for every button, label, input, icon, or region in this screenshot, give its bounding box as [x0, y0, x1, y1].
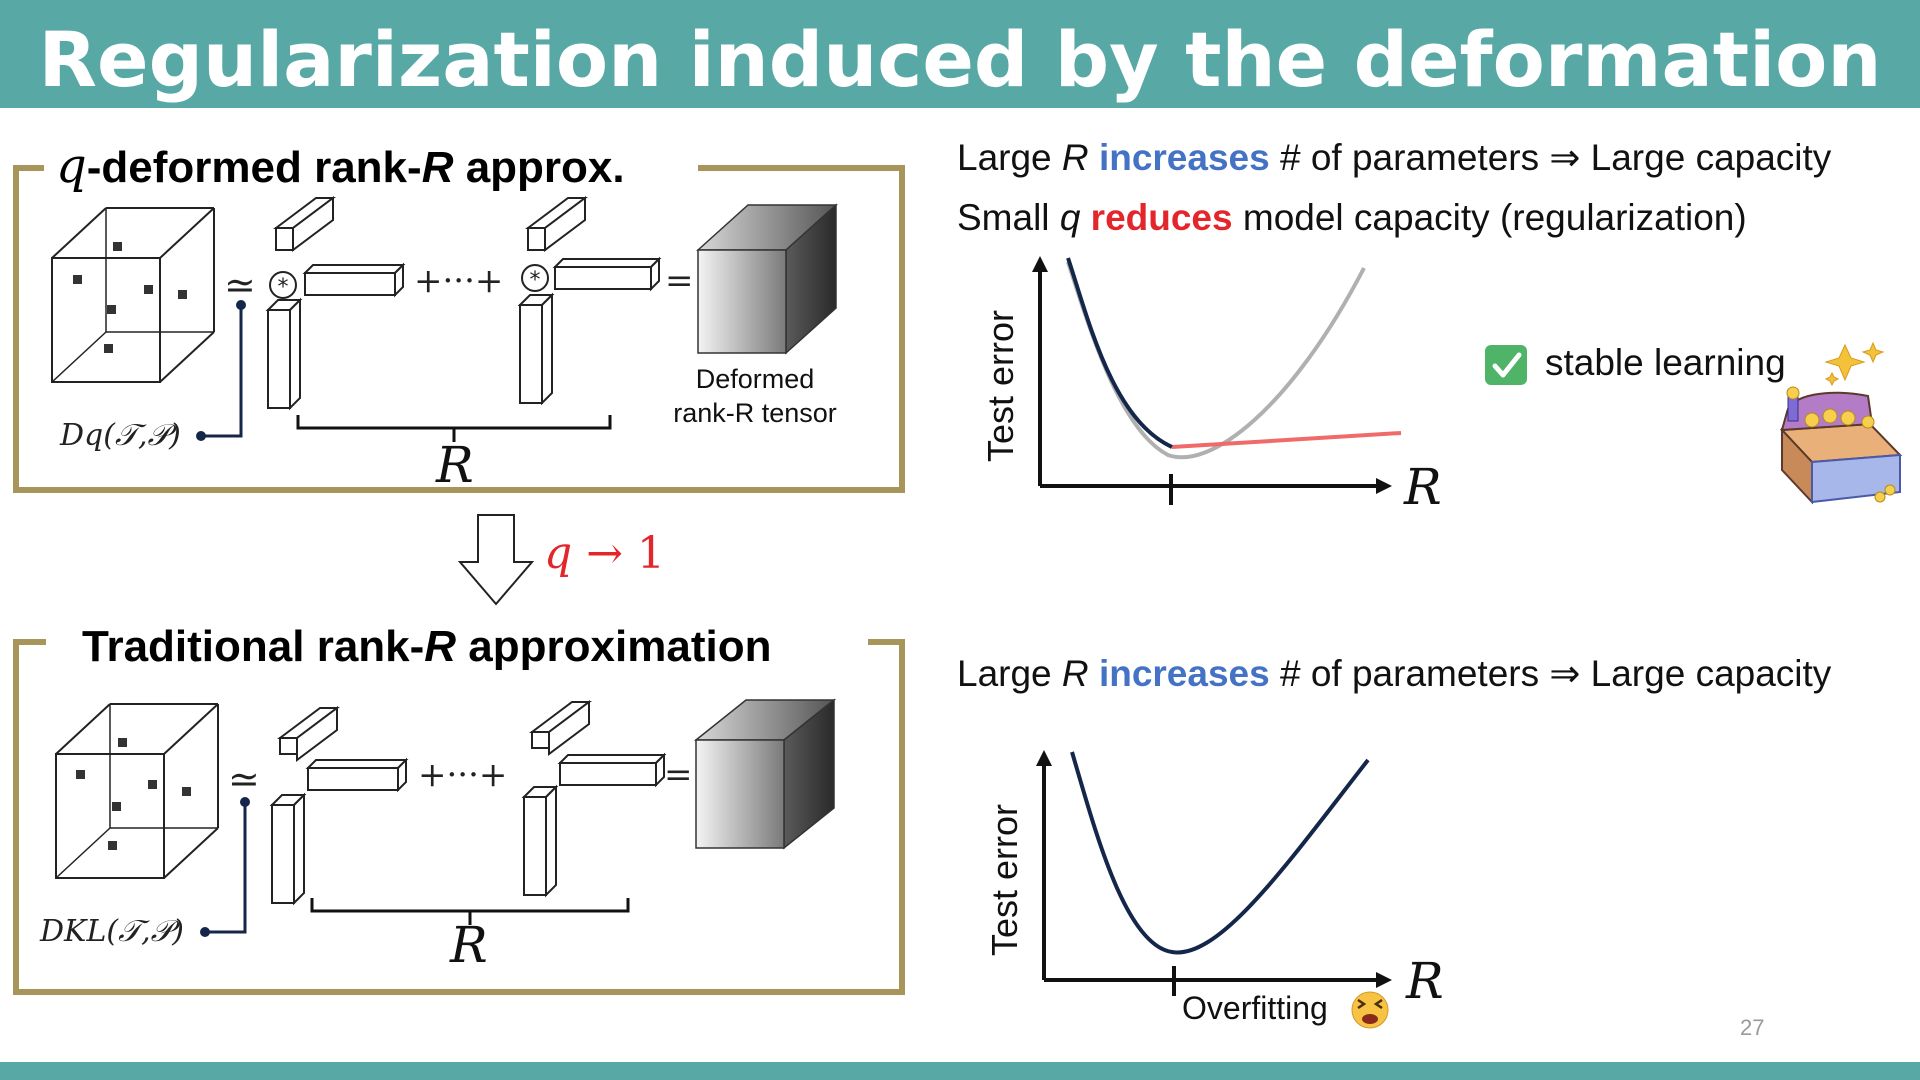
top-divergence-connector: [204, 305, 243, 438]
bottom-tensor-voxels: [76, 738, 191, 850]
overfitting-label: Overfitting: [1182, 990, 1328, 1026]
top-plot-curve-navy: [1066, 257, 1173, 449]
treasure-chest-icon: [1779, 386, 1903, 505]
bottom-rank1-term-r: [521, 700, 667, 898]
top-sum-label: R: [436, 436, 474, 494]
tired-face-icon: [1351, 991, 1389, 1029]
plus-ellipsis-plus: +···+: [418, 755, 507, 795]
plus-ellipsis-plus: +···+: [414, 261, 503, 301]
bottom-plot-axes: [1036, 750, 1392, 996]
bottom-sum-brace: [310, 898, 630, 925]
top-sum-brace: [296, 415, 612, 442]
footer-bar: [0, 1062, 1920, 1080]
top-rank1-term-1: [265, 196, 406, 411]
top-plot-xlabel: R: [1404, 458, 1442, 516]
bottom-output-tensor: [693, 698, 837, 850]
equals-symbol: =: [664, 755, 693, 795]
limit-label: q → 1: [544, 528, 666, 579]
bottom-divergence-connector: [208, 802, 247, 934]
top-section-frame: [13, 165, 905, 493]
bottom-rank1-term-1: [269, 706, 409, 906]
regularization-statement: Small q reduces model capacity (regulari…: [957, 197, 1747, 238]
bottom-capacity-statement: Large R increases # of parameters ⇒ Larg…: [957, 653, 1832, 694]
bottom-plot-curve: [1070, 751, 1370, 955]
check-box-icon: [1485, 345, 1527, 385]
bottom-sum-label: R: [450, 916, 488, 974]
bottom-plot-ylabel: Test error: [984, 803, 1025, 956]
top-input-tensor: [51, 207, 215, 383]
page-number: 27: [1740, 1015, 1765, 1040]
title-bar: [0, 0, 1920, 108]
svg-text:*: *: [278, 275, 289, 300]
bottom-section-frame: [13, 639, 905, 995]
deformed-tensor-caption: Deformed rank-R tensor: [673, 364, 837, 428]
top-plot-axes: [1032, 256, 1392, 505]
top-section-title: q-deformed rank-R approx.: [44, 138, 637, 194]
top-capacity-statement: Large R increases # of parameters ⇒ Larg…: [957, 137, 1832, 178]
svg-text:*: *: [530, 268, 541, 293]
equals-symbol: =: [665, 261, 694, 301]
top-plot-curve-gray: [1066, 261, 1366, 460]
sparkles-icon: [1824, 341, 1885, 387]
top-plot-curve-red: [1171, 431, 1402, 449]
top-output-tensor: [696, 203, 838, 355]
bottom-input-tensor: [55, 703, 219, 879]
top-plot-ylabel: Test error: [980, 309, 1021, 462]
limit-down-arrow: [457, 514, 535, 606]
top-tensor-voxels: [73, 242, 187, 353]
bottom-divergence-label: DKL(𝒯,𝒫): [40, 914, 184, 949]
top-divergence-label: Dq(𝒯,𝒫): [60, 418, 181, 453]
bottom-plot-xlabel: R: [1406, 952, 1444, 1010]
top-rank1-term-r: [517, 196, 662, 406]
slide-title: Regularization induced by the deformatio…: [38, 15, 1882, 104]
bottom-section-title: Traditional rank-R approximation: [70, 622, 784, 672]
stable-learning-label: stable learning: [1545, 342, 1786, 383]
approx-symbol: ≃: [228, 757, 260, 801]
approx-symbol: ≃: [224, 263, 256, 307]
